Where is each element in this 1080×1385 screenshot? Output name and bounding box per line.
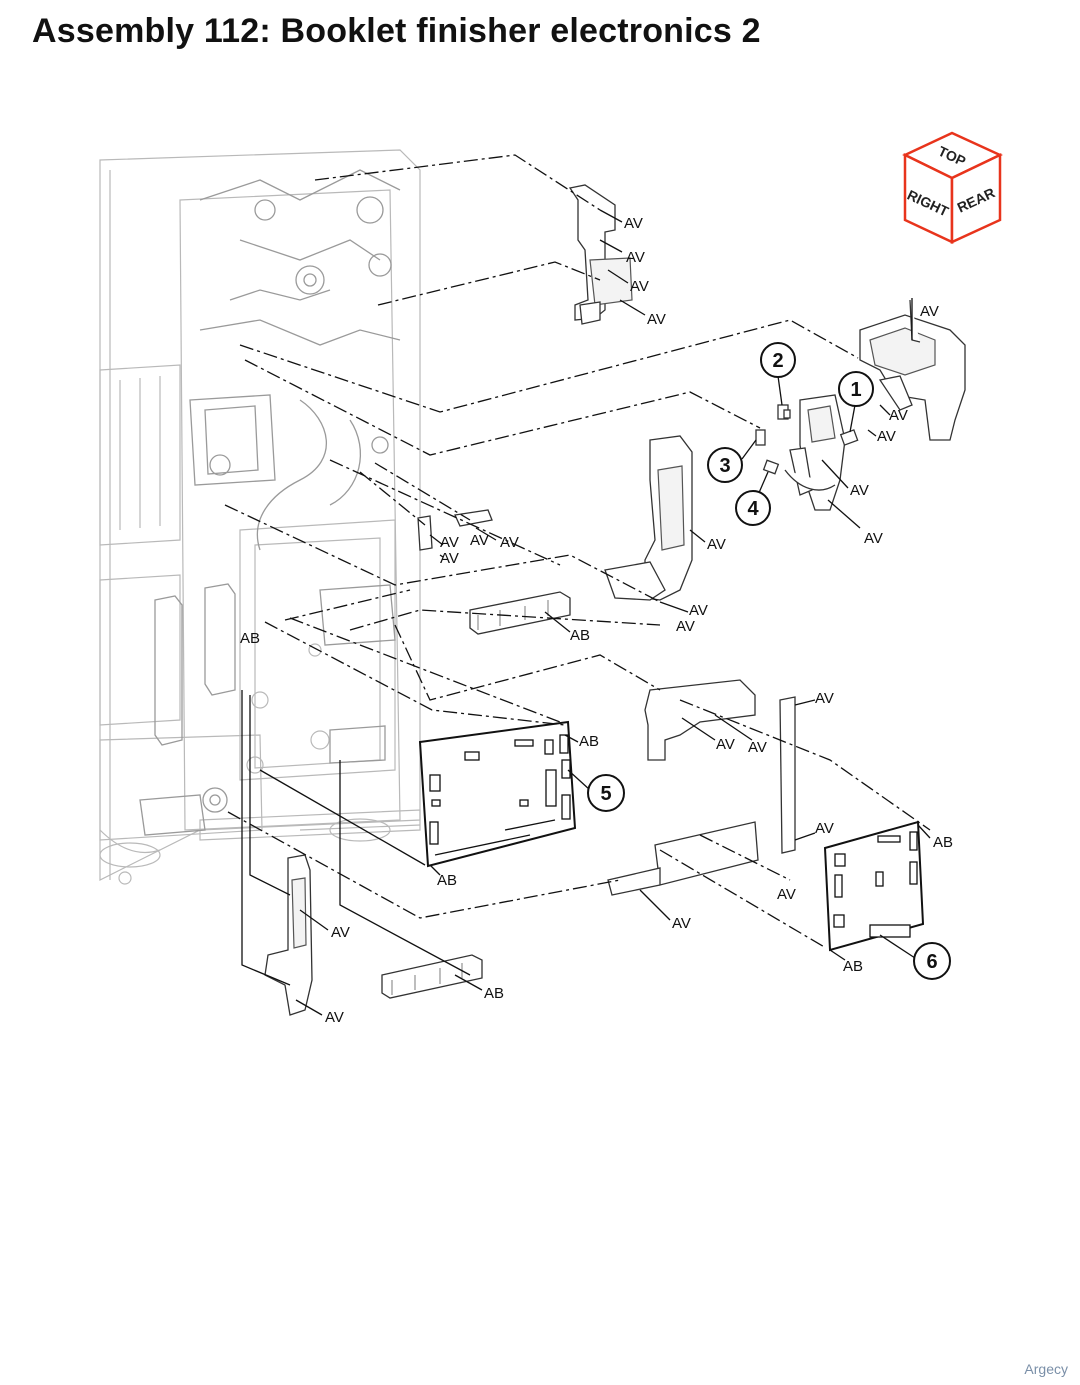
pcb-5	[418, 720, 577, 868]
svg-text:6: 6	[926, 951, 937, 973]
ab-label: AB	[484, 985, 504, 1002]
ab-label: AB	[579, 733, 599, 750]
av-label: AV	[500, 534, 519, 551]
ab-label: AB	[570, 627, 590, 644]
callout-3: 3	[707, 439, 757, 483]
pcb-6	[823, 820, 925, 952]
sensor-bracket-assembly	[859, 299, 966, 441]
left-cover-ghosts	[154, 583, 236, 746]
callout-6: 6	[913, 942, 951, 980]
small-bracket-a	[417, 515, 433, 551]
ab-label: AB	[437, 872, 457, 889]
av-label: AV	[630, 278, 649, 295]
callout-2: 2	[760, 342, 796, 406]
av-label: AV	[777, 886, 796, 903]
av-label: AV	[672, 915, 691, 932]
leader-lines	[224, 154, 931, 1016]
av-label: AV	[325, 1009, 344, 1026]
av-label: AV	[470, 532, 489, 549]
av-label: AV	[689, 602, 708, 619]
av-label: AV	[864, 530, 883, 547]
cover-piece-middle	[469, 591, 571, 635]
orientation-cube: TOP RIGHT REAR	[902, 131, 1003, 244]
top-rail-bracket	[568, 184, 633, 325]
vertical-bracket-center	[604, 435, 693, 601]
svg-text:3: 3	[719, 455, 730, 477]
svg-text:4: 4	[747, 498, 759, 520]
callout-5: 5	[587, 774, 625, 812]
svg-text:2: 2	[772, 350, 783, 372]
sensor-mount	[784, 394, 846, 511]
svg-text:1: 1	[850, 379, 861, 401]
finisher-frame-ghost	[99, 149, 421, 885]
small-bracket-b	[454, 509, 493, 527]
watermark: Argecy	[1024, 1361, 1068, 1377]
sensor-2	[777, 404, 791, 420]
cover-piece-bottom	[381, 954, 483, 999]
ab-label: AB	[843, 958, 863, 975]
av-label: AV	[647, 311, 666, 328]
av-label: AV	[748, 739, 767, 756]
av-label: AV	[707, 536, 726, 553]
av-label: AV	[440, 550, 459, 567]
av-label: AV	[440, 534, 459, 551]
av-label: AV	[676, 618, 695, 635]
av-label: AV	[850, 482, 869, 499]
sensor-1	[839, 429, 859, 446]
av-label: AV	[877, 428, 896, 445]
av-ab-labels: AV AV AV AV AV AV AV AV AV AV AV AV AV A…	[240, 215, 953, 1026]
sensor-3	[755, 429, 766, 446]
av-label: AV	[626, 249, 645, 266]
av-label: AV	[331, 924, 350, 941]
vertical-bracket-bottom	[264, 854, 313, 1016]
svg-text:5: 5	[600, 783, 611, 805]
pcb-mount-bracket	[607, 679, 796, 896]
av-label: AV	[716, 736, 735, 753]
av-label: AV	[815, 690, 834, 707]
av-label: AV	[624, 215, 643, 232]
page-title: Assembly 112: Booklet finisher electroni…	[32, 12, 761, 50]
av-label: AV	[889, 407, 908, 424]
ab-label: AB	[240, 630, 260, 647]
callout-4: 4	[735, 471, 771, 526]
ab-label: AB	[933, 834, 953, 851]
callout-1: 1	[838, 371, 874, 433]
sensor-4	[762, 459, 780, 475]
av-label: AV	[815, 820, 834, 837]
av-label: AV	[920, 303, 939, 320]
